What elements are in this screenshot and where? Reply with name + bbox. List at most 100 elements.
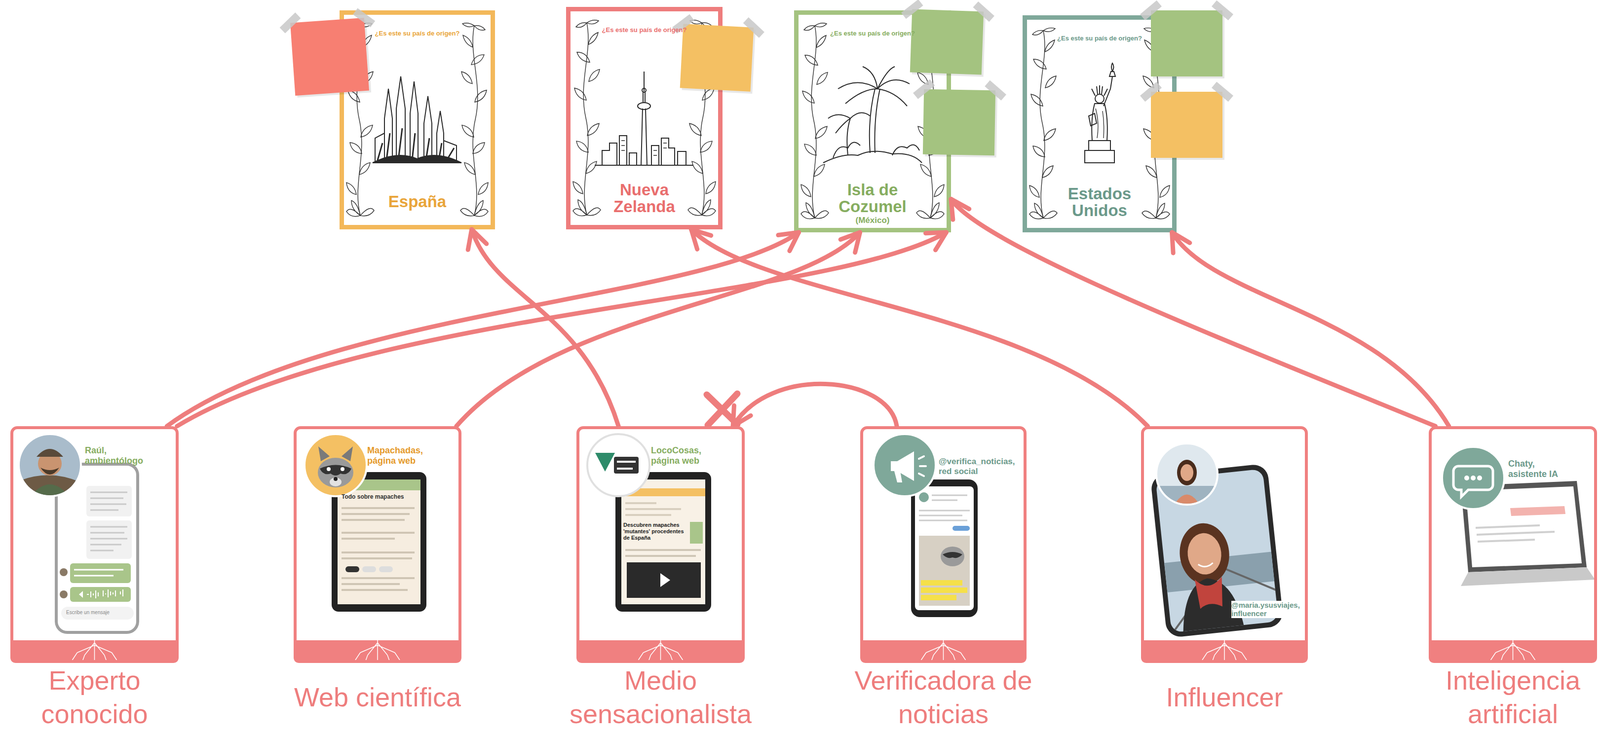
drawing-part	[18, 434, 81, 497]
drawing-part	[337, 479, 421, 605]
sagrada-familia-drawing	[372, 76, 462, 163]
drawing-part	[637, 102, 651, 110]
drawing-part	[638, 640, 684, 663]
drawing-part	[384, 88, 393, 163]
drawing-part	[341, 508, 415, 591]
arrow-line	[471, 229, 619, 427]
drawing-part	[918, 495, 970, 521]
hand-arrow	[467, 229, 619, 427]
drawing-part	[1140, 81, 1234, 160]
drawing-part	[828, 113, 871, 156]
source-card: LocoCosas, página webMedio sensacionalis…	[576, 426, 745, 664]
drawing-part	[860, 640, 1027, 664]
drawing-part	[326, 467, 331, 472]
drawing-part	[355, 640, 400, 663]
hand-arrow	[1172, 232, 1449, 427]
drawing-part	[643, 71, 646, 103]
drawing-part	[942, 552, 963, 559]
expert-avatar	[18, 434, 81, 499]
source-card: Mapachadas, página webWeb científica	[293, 426, 462, 664]
drawing-part	[1095, 108, 1105, 139]
drawing-part	[602, 135, 686, 166]
factcheck-phone	[911, 479, 978, 618]
drawing-part	[86, 589, 123, 599]
raccoon-avatar	[304, 434, 367, 497]
drawing-part	[379, 566, 393, 573]
sticky-notes	[278, 0, 1234, 160]
drawing-part	[1475, 525, 1555, 542]
drawing-part	[616, 461, 636, 469]
drawing-part	[869, 88, 880, 153]
source-name: Mapachadas, página web	[367, 445, 447, 466]
drawing-part	[317, 446, 354, 488]
poster-name-group: Nueva Zelanda	[570, 181, 719, 216]
poster-box: ¿Es este su país de origen?Nueva Zelanda	[566, 6, 723, 230]
drawing-part	[838, 66, 910, 107]
drawing-part	[70, 563, 131, 584]
drawing-part	[1029, 28, 1058, 220]
drawing-part	[293, 640, 462, 664]
drawing-part	[1180, 464, 1194, 482]
drawing-part	[833, 142, 920, 158]
drawing-part	[1442, 447, 1505, 510]
drawing-part	[1091, 103, 1108, 141]
source-card: Chaty, asistente IAInteligencia artifici…	[1428, 426, 1598, 664]
drawing-part	[1156, 459, 1218, 506]
poster-name-group: Isla de Cozumel(México)	[798, 181, 947, 227]
drawing-part	[70, 587, 131, 603]
drawing-part	[920, 580, 963, 586]
drawing-part	[613, 457, 639, 474]
drawing-part	[972, 1, 994, 22]
drawing-part	[1150, 91, 1223, 158]
liberty-drawing	[1084, 63, 1116, 163]
drawing-part	[621, 140, 667, 156]
drawing-part	[1453, 466, 1493, 497]
drawing-part	[1091, 85, 1108, 96]
drawing-part	[641, 108, 648, 166]
drawing-part	[1490, 640, 1536, 663]
drawing-part	[918, 535, 970, 607]
drawing-part	[1464, 475, 1470, 481]
drawing-part	[1460, 567, 1596, 587]
arrow-head	[925, 232, 947, 251]
drawing-part	[894, 471, 903, 483]
drawing-part	[921, 640, 966, 663]
source-caption: Medio sensacionalista	[566, 664, 755, 731]
drawing-part	[340, 467, 345, 472]
drawing-part	[319, 465, 352, 477]
drawing-part	[304, 434, 367, 497]
drawing-part	[1477, 475, 1483, 481]
drawing-part	[377, 128, 455, 161]
drawing-part	[352, 8, 376, 28]
arrow-line	[951, 199, 1436, 427]
card-bands	[10, 640, 1598, 664]
arrow-head	[778, 232, 800, 252]
drawing-part	[1202, 640, 1247, 663]
drawing-part	[1177, 459, 1197, 486]
drawing-part	[74, 570, 124, 576]
tabloid-logo	[587, 434, 650, 497]
drawing-part	[1140, 81, 1162, 103]
source-caption: Inteligencia artificial	[1418, 664, 1600, 731]
drawing-part	[669, 13, 766, 95]
drawing-part	[587, 434, 650, 497]
vine-frame	[346, 20, 1170, 220]
drawing-part	[1095, 94, 1105, 104]
arrow-line	[732, 383, 897, 427]
drawing-part	[40, 467, 60, 475]
drawing-part	[333, 477, 338, 482]
drawing-part	[1211, 0, 1234, 21]
source-caption: Experto conocido	[0, 664, 189, 731]
drawing-part	[372, 155, 462, 163]
drawing-part	[743, 17, 765, 39]
drawing-part	[625, 550, 701, 557]
source-name: LocoCosas, página web	[650, 445, 730, 466]
poster-heading: ¿Es este su país de origen?	[1027, 34, 1173, 43]
drawing-part	[576, 640, 745, 664]
drawing-part	[18, 449, 81, 499]
drawing-part	[922, 89, 996, 156]
drawing-part	[1173, 495, 1201, 507]
arrow-head	[1172, 232, 1190, 254]
arrow-line	[691, 229, 1148, 427]
